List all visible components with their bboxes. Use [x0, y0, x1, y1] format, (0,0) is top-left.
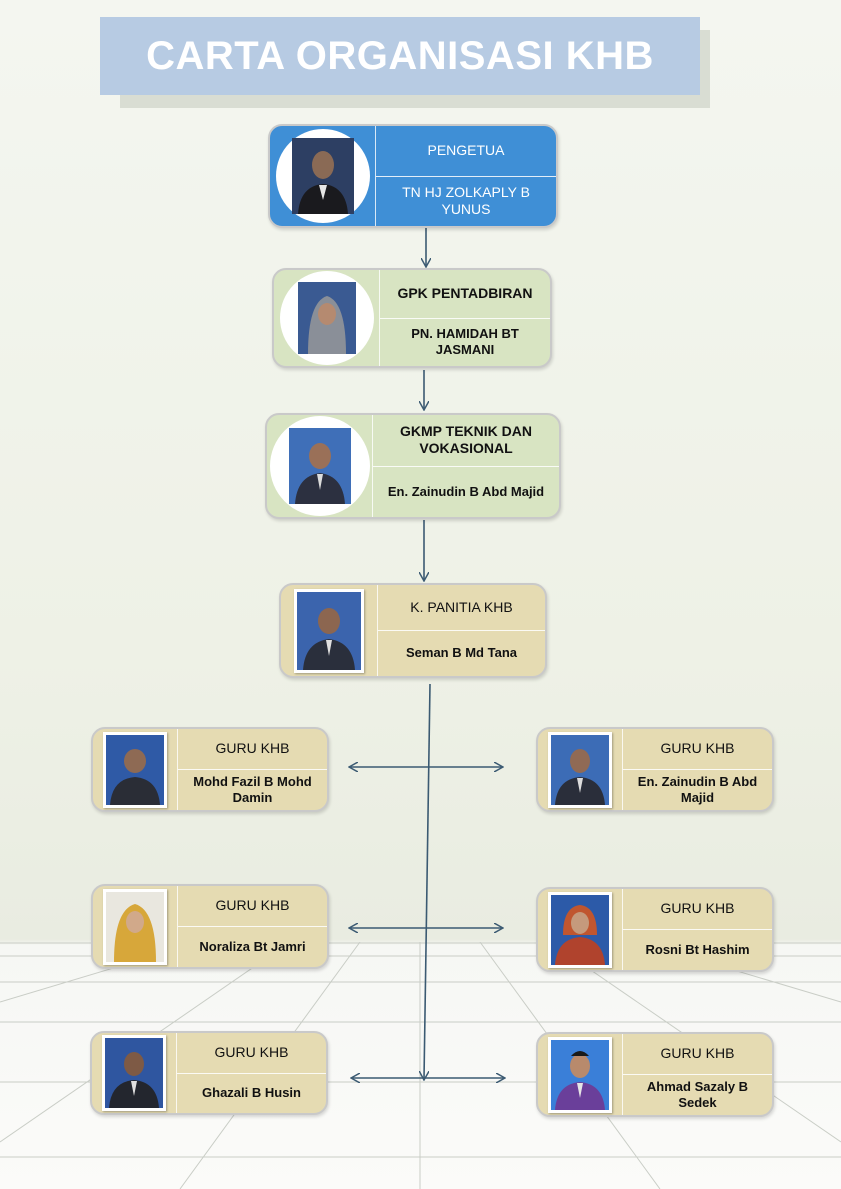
- role-label: GKMP TEKNIK DAN VOKASIONAL: [373, 415, 559, 467]
- card-guru-left-1: GURU KHB Mohd Fazil B Mohd Damin: [91, 727, 329, 812]
- portrait-photo: [105, 1038, 163, 1108]
- role-label: GURU KHB: [177, 1033, 326, 1074]
- card-ketua-panitia: K. PANITIA KHB Seman B Md Tana: [279, 583, 547, 678]
- portrait-photo: [106, 734, 164, 805]
- role-label: GPK PENTADBIRAN: [380, 270, 550, 319]
- portrait-photo: [551, 1039, 609, 1110]
- person-name: En. Zainudin B Abd Majid: [637, 773, 758, 805]
- person-name: En. Zainudin B Abd Majid: [387, 483, 545, 499]
- role-label: GURU KHB: [623, 1034, 772, 1075]
- person-name: Ahmad Sazaly B Sedek: [646, 1078, 749, 1110]
- portrait-photo: [551, 734, 609, 805]
- portrait-photo: [551, 894, 609, 965]
- person-name: Noraliza Bt Jamri: [199, 938, 306, 954]
- card-pengetua: PENGETUA TN HJ ZOLKAPLY B YUNUS: [268, 124, 558, 228]
- page-title: CARTA ORGANISASI KHB: [100, 17, 700, 95]
- role-label: GURU KHB: [178, 886, 327, 927]
- role-label: PENGETUA: [376, 126, 556, 177]
- person-name: Mohd Fazil B Mohd Damin: [193, 773, 312, 805]
- portrait-photo: [297, 282, 356, 354]
- card-gpk-pentadbiran: GPK PENTADBIRAN PN. HAMIDAH BT JASMANI: [272, 268, 552, 368]
- portrait-photo: [297, 591, 361, 670]
- card-guru-left-3: GURU KHB Ghazali B Husin: [90, 1031, 328, 1115]
- role-label: GURU KHB: [623, 729, 772, 770]
- person-name: Seman B Md Tana: [405, 645, 517, 661]
- portrait-photo: [288, 428, 351, 504]
- role-label: GURU KHB: [623, 889, 772, 930]
- person-name: Ghazali B Husin: [202, 1085, 301, 1101]
- person-name: Rosni Bt Hashim: [645, 941, 750, 957]
- card-guru-right-1: GURU KHB En. Zainudin B Abd Majid: [536, 727, 774, 812]
- person-name: PN. HAMIDAH BT JASMANI: [411, 326, 519, 358]
- card-guru-right-2: GURU KHB Rosni Bt Hashim: [536, 887, 774, 972]
- card-guru-right-3: GURU KHB Ahmad Sazaly B Sedek: [536, 1032, 774, 1117]
- portrait-photo: [106, 891, 164, 962]
- card-gkmp: GKMP TEKNIK DAN VOKASIONAL En. Zainudin …: [265, 413, 561, 519]
- role-label: GURU KHB: [178, 729, 327, 770]
- card-guru-left-2: GURU KHB Noraliza Bt Jamri: [91, 884, 329, 969]
- portrait-photo: [291, 138, 354, 214]
- connector-panitia-trunk: [424, 683, 431, 1079]
- person-name: TN HJ ZOLKAPLY B YUNUS: [402, 183, 530, 218]
- role-label: K. PANITIA KHB: [378, 585, 545, 631]
